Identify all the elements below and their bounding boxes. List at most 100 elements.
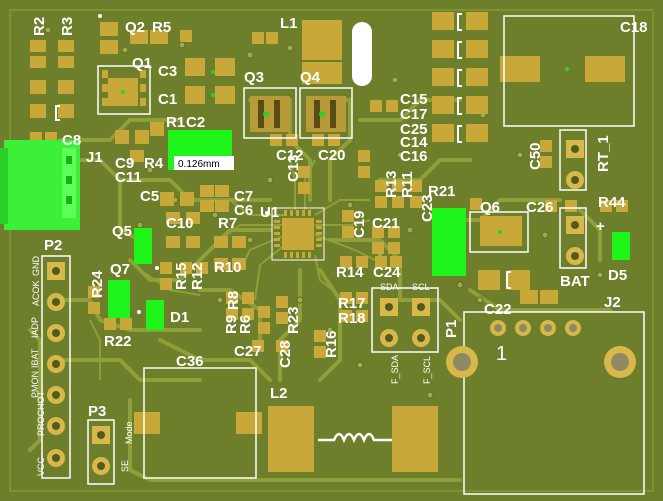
r1-component[interactable] bbox=[168, 130, 234, 170]
j2-connector[interactable] bbox=[446, 320, 636, 378]
label-r11: R11 bbox=[399, 171, 416, 198]
label-c12: C12 bbox=[276, 147, 304, 164]
board-edge bbox=[9, 9, 654, 492]
p2-pin-ibat: IBAT bbox=[30, 348, 40, 368]
p1-header[interactable] bbox=[380, 298, 430, 347]
label-r7: R7 bbox=[218, 215, 237, 232]
r21-component[interactable] bbox=[432, 208, 466, 276]
label-r44: R44 bbox=[598, 194, 626, 211]
q7-component[interactable] bbox=[108, 280, 130, 318]
label-c19: C19 bbox=[351, 210, 368, 238]
label-d1: D1 bbox=[170, 309, 189, 326]
measurement-readout: 0.126mm bbox=[178, 159, 220, 170]
label-f-sda: F_SDA bbox=[390, 355, 400, 384]
label-l1: L1 bbox=[280, 15, 298, 32]
p2-header[interactable] bbox=[47, 262, 65, 467]
label-u1: U1 bbox=[260, 204, 279, 221]
label-r1: R1 bbox=[166, 114, 185, 131]
p2-pin-vcc: VCC bbox=[36, 456, 46, 476]
label-se: SE bbox=[120, 460, 130, 472]
label-r12: R12 bbox=[189, 262, 206, 290]
label-r16: R16 bbox=[323, 330, 340, 358]
label-q1: Q1 bbox=[132, 55, 152, 72]
label-q2: Q2 bbox=[125, 19, 145, 36]
bat-header[interactable] bbox=[566, 216, 584, 265]
label-c18: C18 bbox=[620, 19, 648, 36]
label-r22: R22 bbox=[104, 333, 132, 350]
label-plus: + bbox=[596, 218, 605, 235]
label-r13: R13 bbox=[383, 170, 400, 198]
q5-component[interactable] bbox=[134, 228, 152, 264]
label-rt1: RT_1 bbox=[595, 135, 612, 172]
label-q3: Q3 bbox=[244, 69, 264, 86]
label-pin1: 1 bbox=[496, 343, 507, 365]
label-c24: C24 bbox=[373, 264, 401, 281]
label-c17: C17 bbox=[400, 106, 428, 123]
label-c27: C27 bbox=[234, 343, 262, 360]
label-q5: Q5 bbox=[112, 223, 132, 240]
label-c1: C1 bbox=[158, 91, 177, 108]
label-r5: R5 bbox=[152, 19, 171, 36]
label-c8: C8 bbox=[62, 132, 81, 149]
label-c26: C26 bbox=[526, 199, 554, 216]
u1-chip[interactable] bbox=[271, 207, 325, 261]
label-r15: R15 bbox=[173, 262, 190, 290]
label-j2: J2 bbox=[604, 294, 621, 311]
label-c15: C15 bbox=[400, 91, 428, 108]
label-r23: R23 bbox=[285, 306, 302, 334]
label-c14: C14 bbox=[400, 134, 428, 151]
label-r24: R24 bbox=[89, 270, 106, 298]
q3-package bbox=[250, 96, 290, 132]
p3-header[interactable] bbox=[92, 426, 110, 475]
p2-pin-iadp: IADP bbox=[30, 317, 40, 338]
label-p2: P2 bbox=[44, 237, 62, 254]
label-c10: C10 bbox=[166, 215, 194, 232]
label-c25: C25 bbox=[400, 121, 428, 138]
label-c36: C36 bbox=[176, 353, 204, 370]
label-c21: C21 bbox=[372, 215, 400, 232]
label-r3: R3 bbox=[59, 17, 76, 36]
p2-pin-gnd: GND bbox=[31, 256, 41, 277]
label-c11: C11 bbox=[115, 169, 142, 186]
cap-brackets bbox=[55, 13, 511, 289]
q4-package bbox=[306, 96, 346, 132]
pin1-dots bbox=[98, 14, 269, 314]
rt1-header[interactable] bbox=[566, 140, 584, 189]
label-c6: C6 bbox=[234, 202, 253, 219]
label-c50: C50 bbox=[527, 142, 544, 170]
label-r4: R4 bbox=[144, 155, 164, 172]
label-c9: C9 bbox=[115, 155, 134, 172]
label-l2: L2 bbox=[270, 385, 288, 402]
label-j1: J1 bbox=[86, 149, 103, 166]
silk-outlines bbox=[41, 15, 645, 495]
silkscreen-labels: R2 R3 Q2 R5 L1 C18 Q1 C3 C1 Q3 Q4 R1 C2 … bbox=[31, 15, 648, 420]
label-sda: SDA bbox=[380, 282, 399, 292]
j1-connector[interactable] bbox=[0, 140, 80, 230]
d1-component[interactable] bbox=[146, 300, 164, 330]
label-c2: C2 bbox=[186, 114, 205, 131]
label-r6: R6 bbox=[237, 315, 254, 334]
label-r17: R17 bbox=[338, 295, 366, 312]
label-f-scl: F_SCL bbox=[422, 356, 432, 384]
l1-slot bbox=[352, 22, 372, 86]
label-r2: R2 bbox=[31, 17, 48, 36]
label-q6: Q6 bbox=[480, 199, 500, 216]
label-c23: C23 bbox=[419, 194, 436, 222]
label-q7: Q7 bbox=[110, 261, 130, 278]
smd-pads bbox=[30, 12, 628, 472]
p2-pin-acok: ACOK bbox=[31, 280, 41, 306]
label-mode: Mode bbox=[124, 421, 134, 444]
l2-coil-symbol bbox=[318, 432, 392, 444]
marker-dots bbox=[121, 67, 569, 234]
label-r14: R14 bbox=[336, 264, 364, 281]
label-c13: C13 bbox=[285, 154, 302, 182]
label-c7: C7 bbox=[234, 188, 253, 205]
p2-pin-prochot: PROCHOT bbox=[36, 390, 46, 436]
label-c20: C20 bbox=[318, 147, 346, 164]
label-c5: C5 bbox=[140, 188, 159, 205]
label-r8: R8 bbox=[225, 291, 242, 310]
label-q4: Q4 bbox=[300, 69, 321, 86]
label-r9: R9 bbox=[223, 315, 240, 334]
d5-component[interactable] bbox=[612, 232, 630, 260]
